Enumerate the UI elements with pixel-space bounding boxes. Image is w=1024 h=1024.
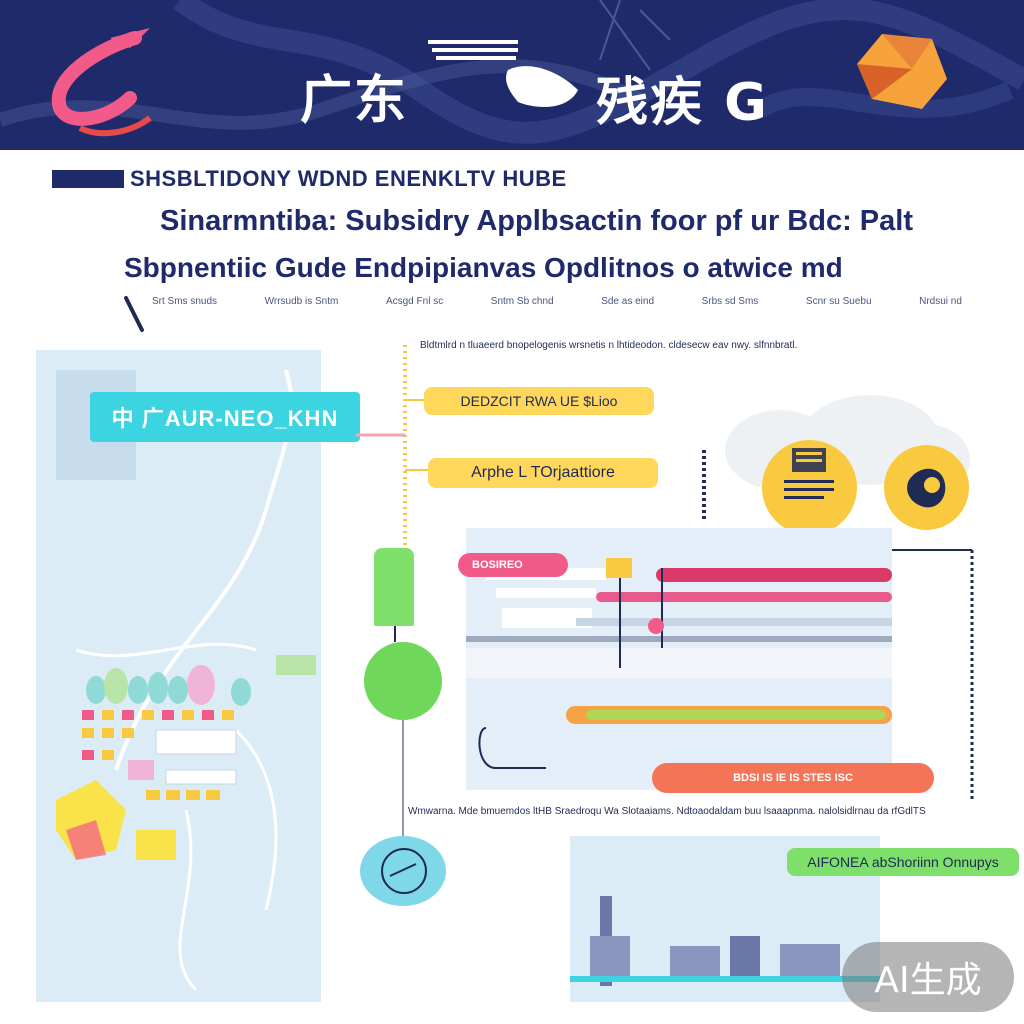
kicker-row: SHSBLTIDONY WDND ENENKLTV HUBE — [52, 166, 567, 191]
kicker-bar — [52, 170, 124, 188]
nav-item[interactable]: Sde as eind — [601, 296, 655, 307]
yellow-zone — [56, 780, 176, 860]
phoenix-logo-icon — [51, 28, 152, 137]
nav-item[interactable]: Nrdsui nd — [919, 296, 962, 307]
top-banner: 广东 残疾 G — [0, 0, 1024, 150]
banner-title-left: 广东 — [300, 71, 409, 131]
nav-item[interactable]: Srbs sd Sms — [701, 296, 759, 307]
page-title: Sinarmntiba: Subsidry Applbsactin foor p… — [160, 205, 913, 237]
output-label[interactable]: AIFONEA abShoriinn Onnupys — [787, 848, 1019, 876]
nav-item[interactable]: Scnr su Suebu — [805, 296, 872, 307]
nav-item[interactable]: Acsgd Fnl sc — [385, 296, 444, 307]
skyline-panel — [570, 836, 880, 1002]
region-map — [56, 369, 316, 992]
banner-title-right: 残疾 G — [596, 73, 769, 133]
hand-badge-icon — [884, 445, 969, 530]
ai-generated-watermark: AI生成 — [842, 942, 1014, 1012]
city-domes — [86, 655, 316, 706]
pen-icon — [124, 296, 144, 332]
nav-item[interactable]: Wrrsudb is Sntm — [264, 296, 339, 307]
step-two-pill[interactable]: Arphe L TOrjaattiore — [428, 458, 658, 488]
legend-swatches — [82, 710, 237, 800]
teal-node-icon — [360, 836, 446, 906]
nav-row: Srt Sms snuds Wrrsudb is Sntm Acsgd Fnl … — [152, 296, 962, 307]
nav-item[interactable]: Srt Sms snuds — [152, 296, 218, 307]
kicker-text: SHSBLTIDONY WDND ENENKLTV HUBE — [130, 166, 567, 191]
process-panel — [466, 528, 892, 790]
diagram-footer: Wmwarna. Mde bmuemdos ltHB Sraedroqu Wa … — [408, 806, 926, 817]
gem-icon — [857, 34, 947, 109]
status-pill[interactable]: BOSIREO — [458, 553, 568, 577]
document-badge-icon — [762, 440, 857, 535]
diagram-description: Bldtmlrd n tluaeerd bnopelogenis wrsneti… — [420, 340, 798, 351]
step-one-pill[interactable]: DEDZCIT RWA UE $Lioo — [424, 387, 654, 415]
nav-item[interactable]: Sntm Sb chnd — [490, 296, 554, 307]
map-panel — [36, 350, 321, 1002]
green-node — [364, 642, 442, 720]
map-cloud-icon — [428, 40, 578, 107]
region-label[interactable]: 中 广AUR-NEO_KHN — [90, 392, 360, 442]
result-pill[interactable]: BDSI IS IE IS STES ISC — [652, 763, 934, 793]
banner-title: 广东 残疾 G — [300, 58, 820, 133]
city-skyline — [570, 896, 880, 986]
page-subtitle: Sbpnentiic Gude Endpipianvas Opdlitnos o… — [124, 252, 843, 283]
process-diagram — [466, 558, 892, 769]
green-tab — [374, 548, 414, 626]
